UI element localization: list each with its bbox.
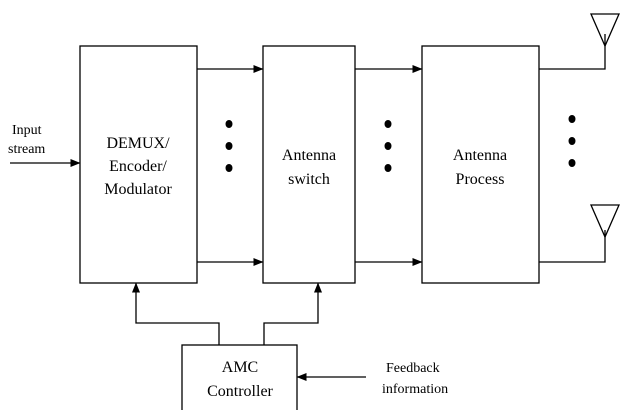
ellipsis-dots-3 xyxy=(568,115,576,167)
antenna-switch-label-line2: switch xyxy=(288,171,330,188)
demux-encoder-modulator-block: DEMUX/ Encoder/ Modulator xyxy=(79,45,198,284)
feedback-information-group: Feedback information xyxy=(296,361,448,397)
antenna-bottom xyxy=(539,204,620,263)
antenna-process-label-line1: Antenna xyxy=(453,147,507,164)
antenna-switch-box xyxy=(262,45,356,284)
antenna-bottom-icon xyxy=(590,204,620,239)
input-stream-label-line1: Input xyxy=(12,123,42,138)
antenna-process-block: Antenna Process xyxy=(421,45,540,284)
antenna-switch-block: Antenna switch xyxy=(262,45,356,284)
antenna-bottom-feed-line xyxy=(539,230,606,263)
amc-controller-box xyxy=(181,344,298,410)
demux-label-line2: Encoder/ xyxy=(109,158,167,175)
amc-controller-block: AMC Controller xyxy=(181,344,298,410)
antenna-process-label-line2: Process xyxy=(456,171,505,188)
feedback-label-line1: Feedback xyxy=(386,361,440,376)
amc-to-switch-control-arrow xyxy=(263,282,322,345)
demux-label-line1: DEMUX/ xyxy=(106,135,170,152)
feedback-label-line2: information xyxy=(382,382,448,397)
ellipsis-dots-2 xyxy=(384,120,392,172)
amc-label-line1: AMC xyxy=(222,359,258,376)
antenna-process-box xyxy=(421,45,540,284)
antenna-top-icon xyxy=(590,13,620,48)
antenna-switch-label-line1: Antenna xyxy=(282,147,336,164)
antenna-top xyxy=(539,13,620,70)
input-stream-label-line2: stream xyxy=(8,142,45,157)
input-stream-group: Input stream xyxy=(8,123,81,167)
antenna-top-feed-line xyxy=(539,34,606,70)
ellipsis-dots-1 xyxy=(225,120,233,172)
demux-label-line3: Modulator xyxy=(104,181,172,198)
amc-to-demux-control-arrow xyxy=(132,282,220,345)
amc-label-line2: Controller xyxy=(207,383,273,400)
